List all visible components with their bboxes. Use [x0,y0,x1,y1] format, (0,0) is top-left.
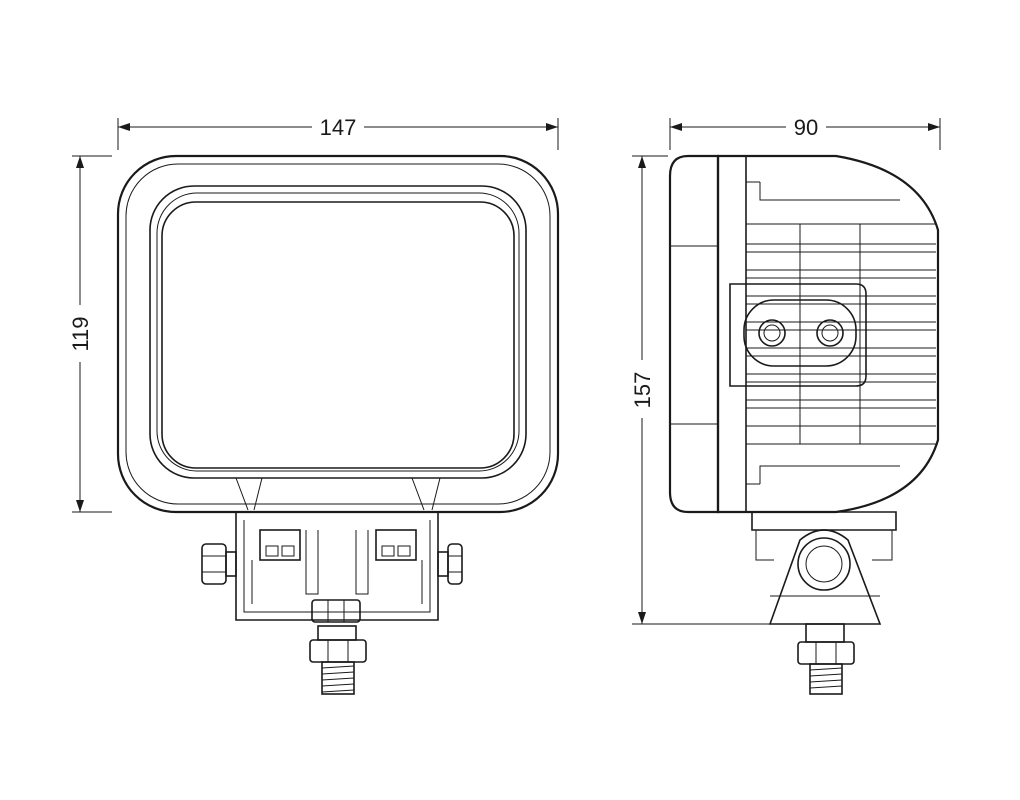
front-view [116,154,560,695]
front-bezel-inner [156,192,520,472]
dimension-front-width [117,118,559,150]
dimension-side-height [632,155,770,625]
side-cooling-fins [746,181,936,485]
front-lens [161,201,515,469]
side-depth-label: 90 [794,115,818,140]
side-bottom-bolt [797,623,855,695]
side-view [668,154,940,695]
side-bracket [751,511,897,625]
front-bracket [235,512,439,621]
front-side-nut-left [201,543,237,585]
front-bezel [149,185,527,479]
side-body [716,154,940,514]
side-mount-plate [729,283,867,387]
front-chin-details [235,477,441,511]
side-lens-profile [668,154,720,514]
front-side-nut-right [437,543,463,585]
side-height-label: 157 [630,372,655,409]
front-housing-inner-edge [125,163,551,505]
front-housing-outer [116,154,560,514]
front-bottom-bolt [309,599,367,695]
front-width-label: 147 [320,115,357,140]
dimension-side-depth [669,118,941,150]
dimension-front-height [72,155,112,513]
front-height-label: 119 [68,316,93,351]
